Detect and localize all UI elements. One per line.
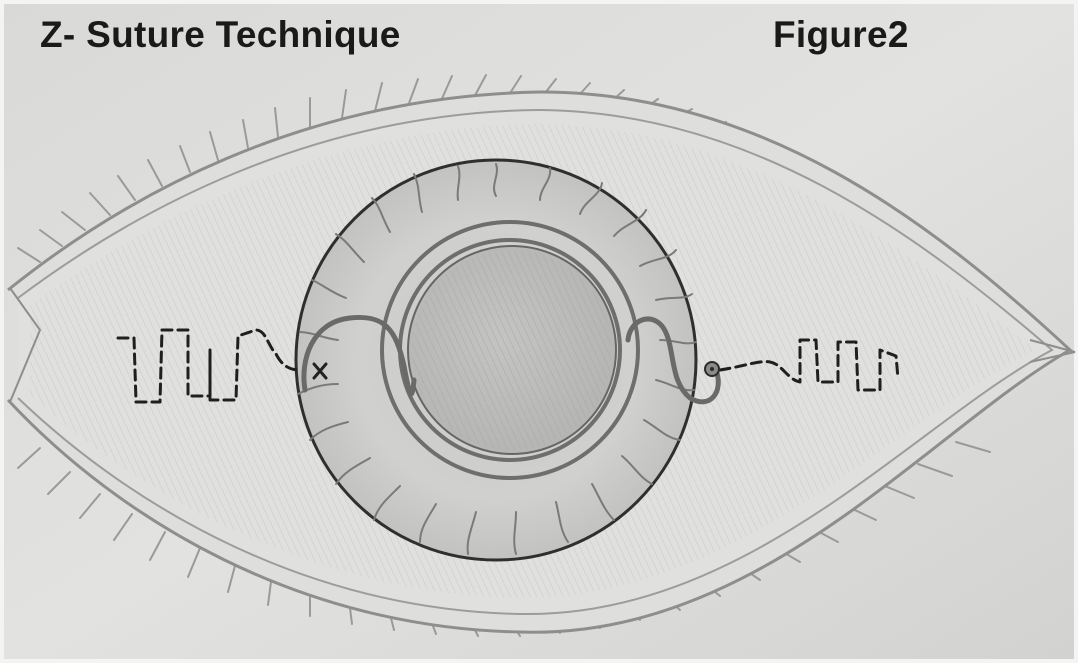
figure-title: Z- Suture Technique [40,14,401,56]
figure-label: Figure2 [773,14,909,56]
suture-knot-right-icon [705,362,719,376]
pupil-hatching [412,250,612,450]
